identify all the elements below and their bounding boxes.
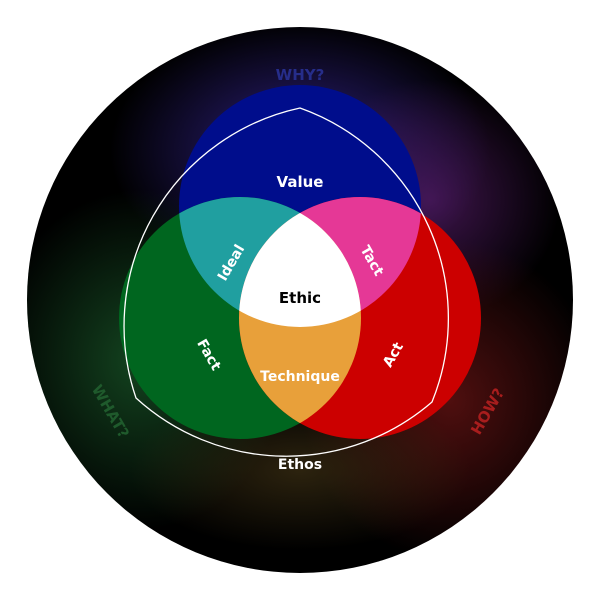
technique-label: Technique xyxy=(260,369,340,385)
why-label: WHY? xyxy=(276,66,325,84)
value-label: Value xyxy=(277,173,324,191)
ethos-label: Ethos xyxy=(278,457,322,473)
reuleaux-outline xyxy=(123,107,450,457)
ethic-label: Ethic xyxy=(279,289,321,307)
